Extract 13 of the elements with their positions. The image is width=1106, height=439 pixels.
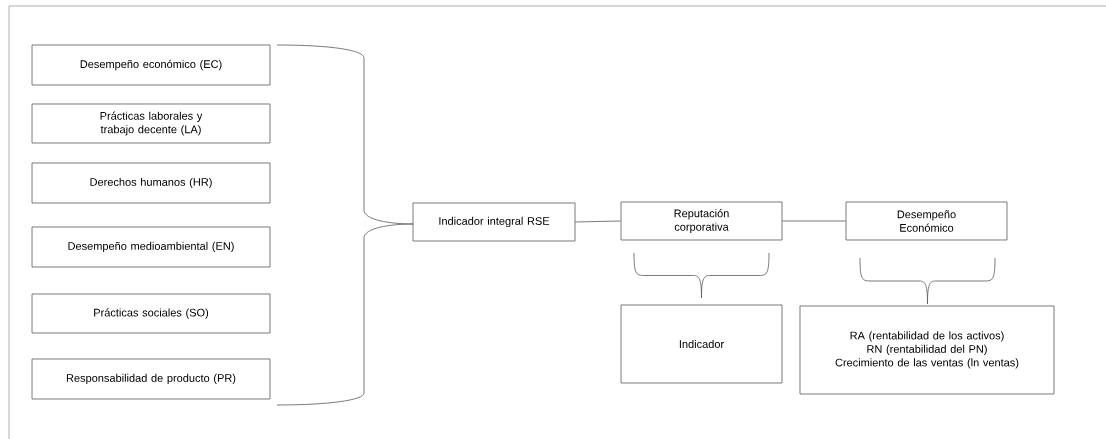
text-box: Prácticas laborales y trabajo decente (LA) (31, 103, 271, 144)
text-box: Responsabilidad de producto (PR) (31, 358, 271, 400)
text-box: RA (rentabilidad de los activos) RN (rentabilidad del PN) Crecimiento de las ventas (ln ventas) (799, 305, 1055, 395)
text-box: Indicador integral RSE (412, 202, 576, 242)
text-box: Indicador (620, 304, 783, 384)
text-box: Reputación corporativa (620, 201, 783, 241)
text-box: Desempeño Económico (845, 201, 1008, 241)
text-box: Derechos humanos (HR) (31, 162, 271, 204)
connector-line (575, 220, 621, 223)
text-box: Prácticas sociales (SO) (31, 293, 271, 334)
text-box: Desempeño económico (EC) (31, 44, 271, 86)
text-box: Desempeño medioambiental (EN) (31, 226, 271, 268)
connector-line (782, 220, 846, 222)
